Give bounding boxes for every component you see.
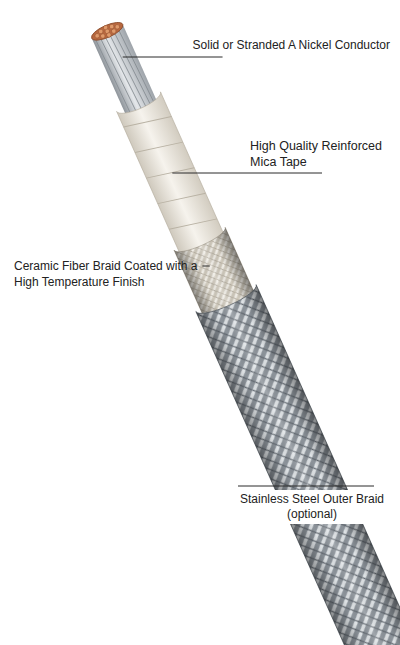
callout-label: Ceramic Fiber Braid Coated with a High T… — [14, 258, 204, 290]
leader-line — [172, 173, 322, 174]
callout-holder: Ceramic Fiber Braid Coated with a High T… — [14, 258, 204, 290]
callout-holder: Solid or Stranded A Nickel Conductor — [193, 38, 390, 53]
leader-line — [238, 486, 374, 487]
callout-label: Solid or Stranded A Nickel Conductor — [193, 38, 390, 53]
callout-holder: Stainless Steel Outer Braid (optional) — [232, 490, 392, 524]
conductor-end — [89, 19, 125, 44]
steel-braid — [196, 285, 400, 645]
leader-line — [123, 57, 223, 58]
callout-label: Stainless Steel Outer Braid (optional) — [232, 490, 392, 524]
callout-label: High Quality Reinforced Mica Tape — [250, 138, 392, 170]
mica-tape — [117, 92, 229, 264]
callout-holder: High Quality Reinforced Mica Tape — [250, 138, 392, 170]
leader-line — [202, 266, 209, 267]
